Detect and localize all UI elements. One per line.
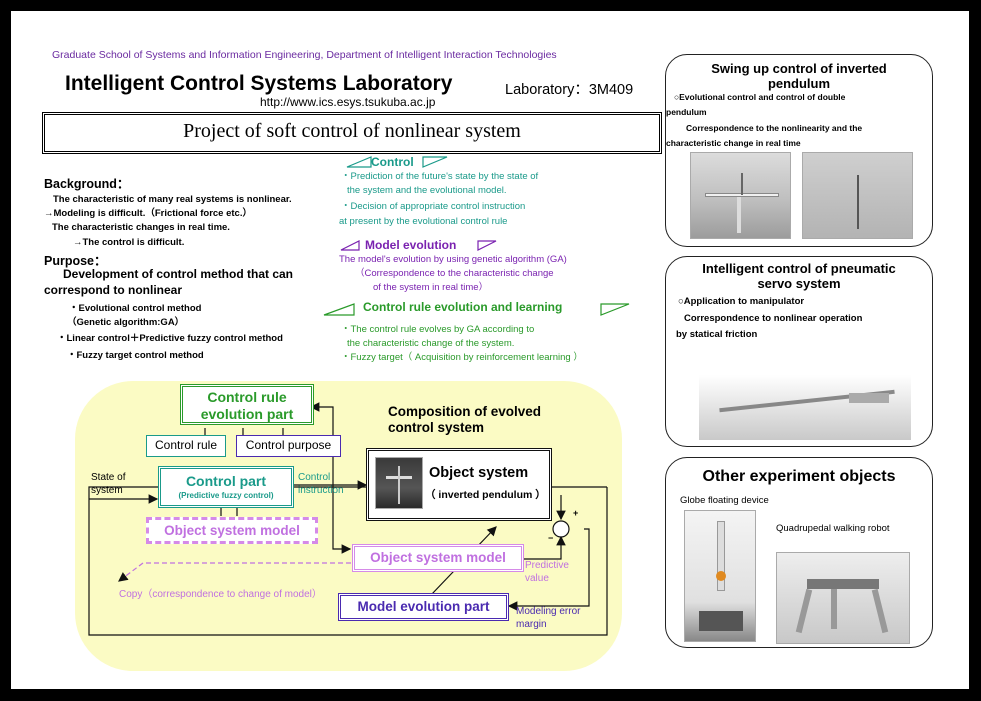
predictive-label: Predictive xyxy=(525,560,569,571)
object-system-label: Object system xyxy=(429,465,529,481)
panel-line: Application to manipulator xyxy=(683,296,805,307)
plus-sign: + xyxy=(573,508,579,518)
panel-line: Correspondence to nonlinear operation xyxy=(684,313,863,324)
predictive-label: value xyxy=(525,573,549,584)
control-rule-box: Control rule xyxy=(146,435,226,457)
control-line: ・Decision of appropriate control instruc… xyxy=(341,201,526,212)
background-line: The characteristic changes in real time. xyxy=(52,222,230,233)
background-line: →The control is difficult. xyxy=(73,237,185,248)
purpose-item: （Genetic algorithm:GA） xyxy=(67,317,185,328)
globe-device-photo xyxy=(684,510,756,642)
error-label: margin xyxy=(516,619,547,630)
triangle-icon xyxy=(477,240,497,251)
composition-title: control system xyxy=(388,420,485,435)
error-label: Modeling error xyxy=(516,606,581,617)
state-label: State of xyxy=(91,472,126,483)
panel-text: ○Application to manipulator xyxy=(678,296,805,307)
panel-title: Intelligent control of pneumatic xyxy=(702,261,896,276)
panel-title: servo system xyxy=(757,276,841,291)
panel-other: Other experiment objects Globe floating … xyxy=(665,457,933,648)
triangle-icon xyxy=(323,303,355,316)
panel-line: by statical friction xyxy=(676,329,758,340)
rule-evolution-heading: Control rule evolution and learning xyxy=(363,300,563,314)
manipulator-photo xyxy=(699,375,911,440)
walking-robot-photo xyxy=(776,552,910,644)
object-system-box: Object system （ inverted pendulum ） xyxy=(366,448,552,521)
purpose-item: ・Linear control＋Predictive fuzzy control… xyxy=(57,333,283,344)
control-line: the system and the evolutional model. xyxy=(347,185,507,196)
panel-line: characteristic change in real time xyxy=(666,138,801,148)
panel-title: Other experiment objects xyxy=(702,468,896,485)
project-title-box: Project of soft control of nonlinear sys… xyxy=(42,112,662,154)
poster: Graduate School of Systems and Informati… xyxy=(11,11,969,689)
panel-title: pendulum xyxy=(767,76,831,91)
lab-url[interactable]: http://www.ics.esys.tsukuba.ac.jp xyxy=(260,95,436,109)
double-pendulum-photo xyxy=(802,152,913,239)
panel-line: Evolutional control and control of doubl… xyxy=(679,92,846,102)
purpose-line: correspond to nonlinear xyxy=(44,283,183,297)
object-system-sub: （ inverted pendulum ） xyxy=(425,489,546,501)
rule-evolution-line: the characteristic change of the system. xyxy=(347,338,515,349)
control-part-label: Control part xyxy=(185,473,267,489)
rule-evolution-line: ・Fuzzy target（ Acquisition by reinforcem… xyxy=(341,352,583,363)
purpose-heading: Purpose： xyxy=(44,254,107,268)
pendulum-photo xyxy=(690,152,791,239)
rule-evo-label: evolution part xyxy=(200,406,294,422)
panel-label: Quadrupedal walking robot xyxy=(776,523,890,534)
model-evolution-line: of the system in real time） xyxy=(373,282,489,293)
background-heading: Background： xyxy=(44,177,130,191)
pendulum-photo xyxy=(375,457,423,509)
control-part-sub: (Predictive fuzzy control) xyxy=(178,491,274,500)
object-model-left-label: Object system model xyxy=(164,523,300,538)
rule-evolution-line: ・The control rule evolves by GA accordin… xyxy=(341,324,535,335)
purpose-item: ・Evolutional control method xyxy=(69,303,202,314)
panel-label: Globe floating device xyxy=(680,495,769,506)
triangle-icon xyxy=(340,240,360,251)
rule-evo-label: Control rule xyxy=(207,389,287,405)
panel-text: ○Evolutional control and control of doub… xyxy=(674,92,846,102)
background-line: →Modeling is difficult.（Frictional force… xyxy=(44,208,252,219)
control-part-box: Control part (Predictive fuzzy control) xyxy=(158,466,294,508)
department-line: Graduate School of Systems and Informati… xyxy=(52,49,557,61)
model-evo-label: Model evolution part xyxy=(357,599,490,614)
panel-title: Swing up control of inverted xyxy=(711,61,887,76)
model-evolution-box: Model evolution part xyxy=(338,593,509,621)
instruction-label: Control xyxy=(298,472,331,483)
state-label: system xyxy=(91,485,123,496)
panel-pneumatic: Intelligent control of pneumatic servo s… xyxy=(665,256,933,447)
model-evolution-line: （Correspondence to the characteristic ch… xyxy=(355,268,554,279)
background-line: The characteristic of many real systems … xyxy=(53,194,292,205)
object-model-right-label: Object system model xyxy=(370,550,506,565)
object-model-left-box: Object system model xyxy=(146,517,318,544)
lab-room: Laboratory：3M409 xyxy=(505,82,634,98)
instruction-label: instruction xyxy=(298,485,344,496)
panel-line: Correspondence to the nonlinearity and t… xyxy=(686,123,863,133)
control-purpose-box: Control purpose xyxy=(236,435,341,457)
triangle-icon xyxy=(346,156,372,168)
triangle-icon xyxy=(422,156,448,168)
control-line: ・Prediction of the future's state by the… xyxy=(341,171,539,182)
copy-label: Copy（correspondence to change of model） xyxy=(119,589,322,600)
control-line: at present by the evolutional control ru… xyxy=(339,216,508,227)
control-heading: Control xyxy=(371,155,414,169)
composition-title: Composition of evolved xyxy=(388,404,542,419)
purpose-line: Development of control method that can xyxy=(63,267,294,281)
lab-name: Intelligent Control Systems Laboratory xyxy=(65,72,453,95)
object-model-right-box: Object system model xyxy=(352,544,524,572)
rule-evolution-box: Control rule evolution part xyxy=(180,384,314,425)
minus-sign: − xyxy=(548,533,554,543)
project-title: Project of soft control of nonlinear sys… xyxy=(183,120,521,142)
panel-swing-up: Swing up control of inverted pendulum ○E… xyxy=(665,54,933,247)
triangle-icon xyxy=(600,303,630,316)
model-evolution-heading: Model evolution xyxy=(365,238,457,252)
purpose-item: ・Fuzzy target control method xyxy=(67,350,204,361)
panel-line: pendulum xyxy=(666,107,707,117)
model-evolution-line: The model's evolution by using genetic a… xyxy=(339,254,567,265)
